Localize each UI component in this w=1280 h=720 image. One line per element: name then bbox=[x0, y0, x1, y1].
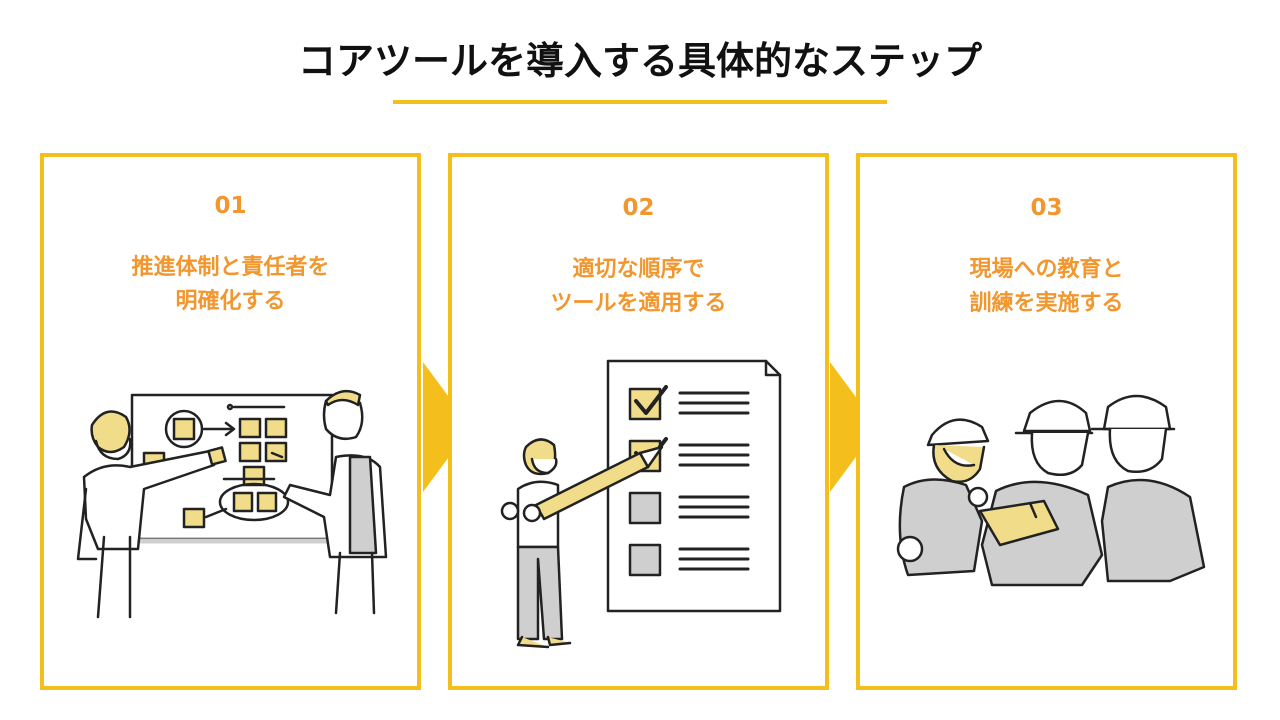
step-number: 01 bbox=[214, 193, 247, 219]
step-title-line-1: 現場への教育と bbox=[969, 257, 1124, 282]
step-title-line-2: 訓練を実施する bbox=[969, 291, 1124, 316]
step-number: 03 bbox=[1030, 195, 1063, 221]
team-planning-whiteboard-illustration bbox=[76, 389, 388, 619]
step-title-line-1: 推進体制と責任者を bbox=[131, 255, 330, 280]
step-title: 推進体制と責任者を 明確化する bbox=[44, 251, 417, 319]
step-title-line-2: ツールを適用する bbox=[550, 291, 727, 316]
checklist-pencil-illustration bbox=[500, 359, 782, 649]
step-title-line-1: 適切な順序で bbox=[572, 257, 705, 282]
page-title: コアツールを導入する具体的なステップ bbox=[297, 39, 982, 83]
step-title-line-2: 明確化する bbox=[175, 289, 286, 314]
step-title: 現場への教育と 訓練を実施する bbox=[860, 253, 1233, 321]
step-card-2: 02 適切な順序で ツールを適用する bbox=[448, 153, 829, 690]
step-title: 適切な順序で ツールを適用する bbox=[452, 253, 825, 321]
step-number: 02 bbox=[622, 195, 655, 221]
chevron-right-icon bbox=[423, 362, 471, 492]
workers-training-illustration bbox=[896, 394, 1206, 587]
chevron-right-icon bbox=[830, 362, 878, 492]
step-card-3: 03 現場への教育と 訓練を実施する bbox=[856, 153, 1237, 690]
title-underline bbox=[393, 100, 887, 104]
step-card-1: 01 推進体制と責任者を 明確化する bbox=[40, 153, 421, 690]
